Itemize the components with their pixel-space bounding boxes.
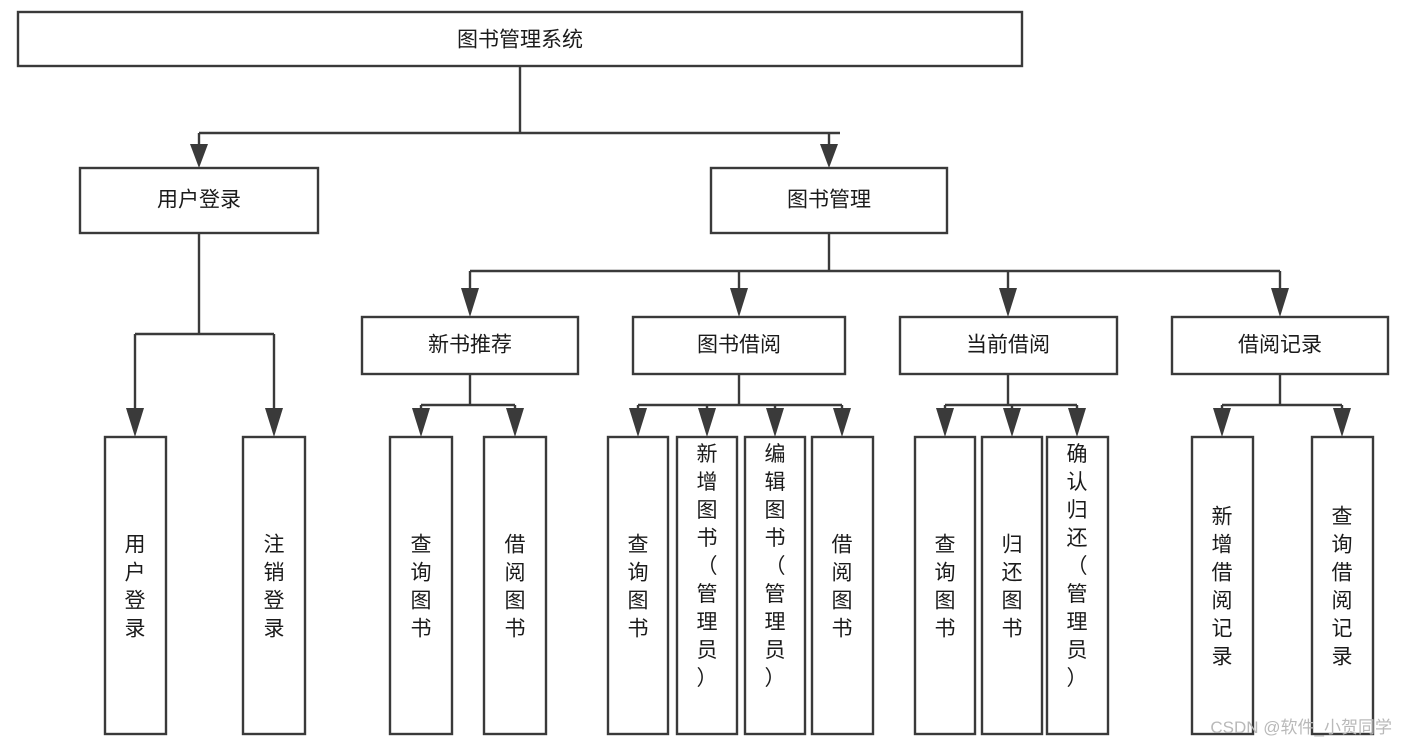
leaf-record-add-record-box[interactable]: [1190, 435, 1255, 736]
node-borrow-record[interactable]: 借阅记录: [1170, 315, 1390, 376]
node-book-borrow[interactable]: 图书借阅: [631, 315, 847, 376]
leaf-current-return-book-box[interactable]: [980, 435, 1044, 736]
leaf-record-query-record-box[interactable]: [1310, 435, 1375, 736]
leaf-record-query-record-label: 查询借阅记录: [1332, 506, 1353, 669]
node-current-borrow-box[interactable]: [898, 315, 1119, 376]
leaf-user-login-logout-box[interactable]: [241, 435, 307, 736]
leaf-borrow-add-book-label: 新增图书（管理员）: [697, 443, 718, 690]
leaf-borrow-borrow-book[interactable]: 借阅图书: [810, 435, 875, 736]
node-current-borrow-label: 当前借阅: [966, 334, 1050, 357]
arrowhead-borrow-leaf-4: [833, 408, 851, 437]
leaf-user-login-logout-label: 注销登录: [264, 534, 285, 641]
leaf-user-login-logout[interactable]: 注销登录: [241, 435, 307, 736]
leaf-record-add-record[interactable]: 新增借阅记录: [1190, 435, 1255, 736]
node-user-login-box[interactable]: [78, 166, 320, 235]
leaf-user-login-login[interactable]: 用户登录: [103, 435, 168, 736]
arrowhead-recommend-leaf-1: [412, 408, 430, 437]
arrowhead-current-leaf-2: [1003, 408, 1021, 437]
leaf-borrow-edit-book-box[interactable]: [743, 435, 807, 736]
node-new-book-recommend-box[interactable]: [360, 315, 580, 376]
leaf-borrow-edit-book[interactable]: 编辑图书（管理员）: [743, 435, 807, 736]
node-user-login[interactable]: 用户登录: [78, 166, 320, 235]
leaf-user-login-login-label: 用户登录: [125, 534, 146, 641]
node-user-login-label: 用户登录: [157, 189, 241, 212]
node-current-borrow[interactable]: 当前借阅: [898, 315, 1119, 376]
arrowhead-leaf-user-login: [126, 408, 144, 437]
leaf-current-return-book[interactable]: 归还图书: [980, 435, 1044, 736]
connector-layer: [126, 66, 1351, 437]
node-root-system-label: 图书管理系统: [457, 29, 583, 52]
arrowhead-user-login: [190, 144, 208, 168]
arrowhead-borrow-leaf-1: [629, 408, 647, 437]
node-book-manage-label: 图书管理: [787, 189, 871, 212]
leaf-recommend-borrow-book-label: 借阅图书: [505, 534, 526, 641]
leaf-borrow-query-book-box[interactable]: [606, 435, 670, 736]
leaf-current-query-book[interactable]: 查询图书: [913, 435, 977, 736]
leaf-borrow-query-book[interactable]: 查询图书: [606, 435, 670, 736]
arrowhead-borrow-record: [1271, 288, 1289, 317]
leaf-current-confirm-return[interactable]: 确认归还（管理员）: [1045, 435, 1110, 736]
leaf-current-confirm-return-label: 确认归还（管理员）: [1067, 443, 1088, 690]
leaf-recommend-query-book-box[interactable]: [388, 435, 454, 736]
node-new-book-recommend[interactable]: 新书推荐: [360, 315, 580, 376]
arrowhead-borrow-leaf-3: [766, 408, 784, 437]
leaf-current-query-book-box[interactable]: [913, 435, 977, 736]
csdn-watermark: CSDN @软件_小贺同学: [1210, 718, 1392, 737]
arrowhead-borrow-leaf-2: [698, 408, 716, 437]
arrowhead-record-leaf-1: [1213, 408, 1231, 437]
leaf-recommend-borrow-book[interactable]: 借阅图书: [482, 435, 548, 736]
leaf-recommend-query-book[interactable]: 查询图书: [388, 435, 454, 736]
node-borrow-record-box[interactable]: [1170, 315, 1390, 376]
leaf-record-query-record[interactable]: 查询借阅记录: [1310, 435, 1375, 736]
leaf-borrow-query-book-label: 查询图书: [628, 534, 649, 641]
arrowhead-current-leaf-3: [1068, 408, 1086, 437]
leaf-current-return-book-label: 归还图书: [1002, 534, 1023, 641]
node-book-borrow-box[interactable]: [631, 315, 847, 376]
node-book-manage[interactable]: 图书管理: [709, 166, 949, 235]
node-book-manage-box[interactable]: [709, 166, 949, 235]
leaf-borrow-borrow-book-box[interactable]: [810, 435, 875, 736]
leaf-borrow-edit-book-label: 编辑图书（管理员）: [765, 443, 786, 690]
arrowhead-book-borrow: [730, 288, 748, 317]
leaf-record-add-record-label: 新增借阅记录: [1212, 506, 1233, 669]
arrowhead-current-borrow: [999, 288, 1017, 317]
arrowhead-leaf-logout: [265, 408, 283, 437]
leaf-user-login-login-box[interactable]: [103, 435, 168, 736]
leaf-borrow-borrow-book-label: 借阅图书: [832, 534, 853, 641]
node-borrow-record-label: 借阅记录: [1238, 334, 1322, 357]
node-root-system-box[interactable]: [16, 10, 1024, 68]
leaf-borrow-add-book-box[interactable]: [675, 435, 739, 736]
arrowhead-current-leaf-1: [936, 408, 954, 437]
arrowhead-record-leaf-2: [1333, 408, 1351, 437]
arrowhead-book-manage: [820, 144, 838, 168]
arrowhead-new-book-recommend: [461, 288, 479, 317]
leaf-borrow-add-book[interactable]: 新增图书（管理员）: [675, 435, 739, 736]
leaf-current-confirm-return-box[interactable]: [1045, 435, 1110, 736]
node-new-book-recommend-label: 新书推荐: [428, 334, 512, 357]
node-root-system[interactable]: 图书管理系统: [16, 10, 1024, 68]
node-book-borrow-label: 图书借阅: [697, 334, 781, 357]
arrowhead-recommend-leaf-2: [506, 408, 524, 437]
leaf-recommend-borrow-book-box[interactable]: [482, 435, 548, 736]
leaf-current-query-book-label: 查询图书: [935, 534, 956, 641]
leaf-recommend-query-book-label: 查询图书: [411, 534, 432, 641]
